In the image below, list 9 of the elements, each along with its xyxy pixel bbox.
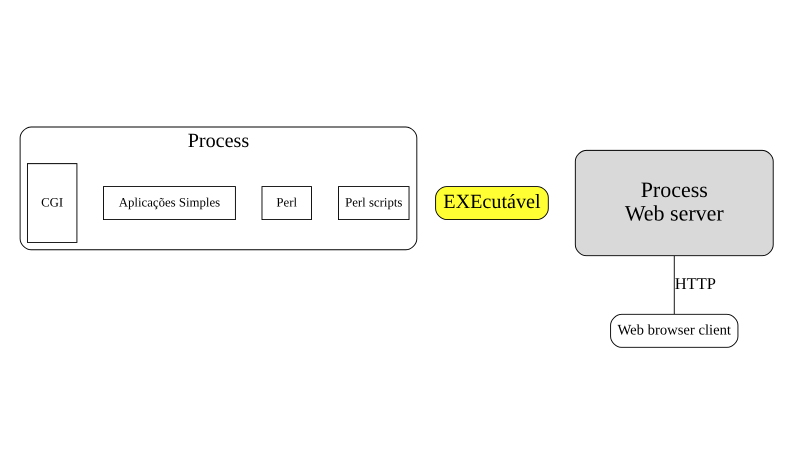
node-box: Aplicações Simples bbox=[103, 186, 236, 220]
node-box: CGI bbox=[26, 163, 78, 243]
node-box: Perl bbox=[262, 186, 312, 220]
node-box: EXEcutável bbox=[435, 186, 549, 220]
edge-label: HTTP bbox=[674, 274, 716, 294]
node-box: Process Web server bbox=[574, 150, 774, 256]
node-box: Perl scripts bbox=[338, 186, 410, 220]
node-box: Web browser client bbox=[610, 314, 738, 348]
connector bbox=[674, 255, 675, 315]
